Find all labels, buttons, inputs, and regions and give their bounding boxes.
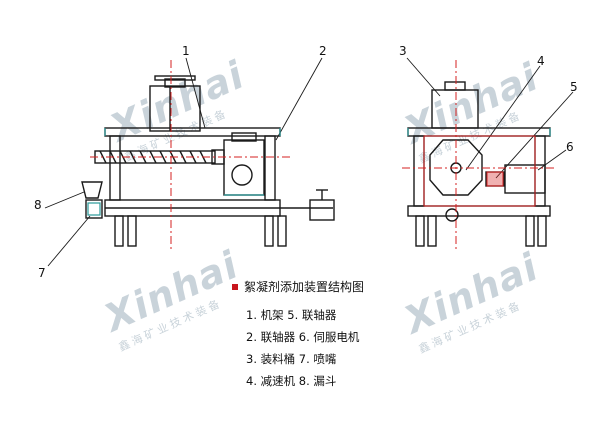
pipe-section <box>445 208 459 222</box>
hopper-body-side <box>431 89 479 129</box>
legend-marker-icon <box>232 283 238 290</box>
reducer-octagon <box>429 139 483 196</box>
leg-side-b <box>427 215 437 247</box>
right-leg-b <box>277 215 287 247</box>
callout-1: 1 <box>182 44 190 58</box>
red-frame-right <box>423 135 536 207</box>
coupling-red <box>486 171 504 187</box>
reducer-gear <box>231 164 253 186</box>
base-beam-side <box>407 205 551 217</box>
reducer-top <box>231 132 257 142</box>
leg-side-d <box>537 215 547 247</box>
callout-6: 6 <box>566 140 574 154</box>
frame-top-bar-side <box>407 127 551 137</box>
legend-title: 絮凝剂添加装置结构图 <box>244 280 365 294</box>
hopper-body <box>149 85 201 132</box>
left-view <box>81 75 335 247</box>
legend-item: 3. 装料桶 7. 喷嘴 <box>246 352 337 366</box>
right-view <box>407 81 551 247</box>
callout-8: 8 <box>34 198 42 212</box>
callout-5: 5 <box>570 80 578 94</box>
leg-side-c <box>525 215 535 247</box>
left-leg-b <box>127 215 137 247</box>
legend: 絮凝剂添加装置结构图 1. 机架 5. 联轴器 2. 联轴器 6. 伺服电机 3… <box>232 278 364 392</box>
left-leg-a <box>114 215 124 247</box>
callout-3: 3 <box>399 44 407 58</box>
frame-side-right <box>534 135 546 207</box>
hopper-lid-side <box>444 81 466 91</box>
funnel <box>81 181 103 199</box>
legend-item: 4. 减速机 8. 漏斗 <box>246 374 337 388</box>
leg-side-a <box>415 215 425 247</box>
hopper-lid <box>154 75 196 81</box>
legend-item: 2. 联轴器 6. 伺服电机 <box>246 330 360 344</box>
frame-side-left <box>413 135 425 207</box>
right-leg-a <box>264 215 274 247</box>
nozzle-teal <box>87 202 101 216</box>
nozzle <box>85 199 103 219</box>
pipe-end <box>309 199 335 221</box>
servo-motor <box>504 164 546 194</box>
frame-top-bar <box>104 127 281 137</box>
reducer-housing <box>223 139 265 196</box>
legend-title-row: 絮凝剂添加装置结构图 <box>232 278 364 295</box>
legend-item: 1. 机架 5. 联轴器 <box>246 308 337 322</box>
frame-right-post <box>264 135 276 201</box>
callout-7: 7 <box>38 266 46 280</box>
callout-4: 4 <box>537 54 545 68</box>
frame-left-post <box>109 135 121 201</box>
hopper-cap <box>164 78 186 88</box>
callout-2: 2 <box>319 44 327 58</box>
